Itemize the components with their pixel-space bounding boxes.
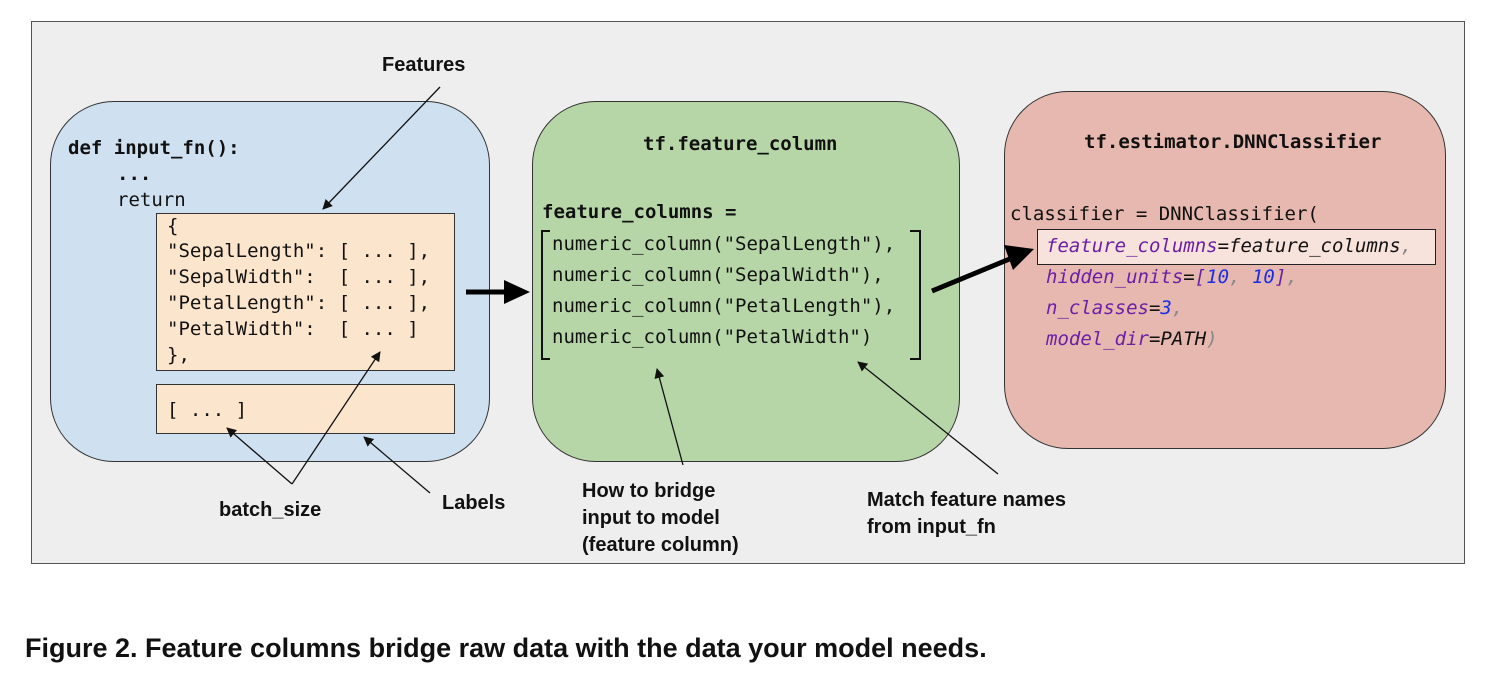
features-dict-line: "SepalWidth": [ ... ], [167, 266, 431, 288]
features-dict-line: "PetalLength": [ ... ], [167, 292, 431, 314]
arg-bracket: ] [1274, 266, 1287, 288]
classifier-title: tf.estimator.DNNClassifier [1084, 131, 1382, 153]
labels-box [156, 384, 455, 434]
flow-arrow-feature-to-classifier [931, 255, 1013, 294]
input-fn-dots: ... [117, 163, 152, 185]
features-annotation: Features [382, 54, 466, 76]
features-dict-line: "SepalLength": [ ... ], [167, 240, 431, 262]
batch-size-pointer-left [226, 427, 293, 485]
arg-comma: , [1400, 235, 1413, 257]
classifier-arg-feature-columns: feature_columns=feature_columns, [1046, 235, 1412, 257]
features-dict-close: }, [167, 344, 190, 366]
arg-value: feature_columns [1229, 235, 1401, 257]
list-close-bracket [910, 230, 921, 360]
classifier-arg-hidden-units: hidden_units=[10, 10], [1046, 266, 1298, 288]
labels-value: [ ... ] [167, 399, 248, 421]
list-open-bracket [541, 230, 550, 360]
classifier-arg-model-dir: model_dir=PATH) [1046, 328, 1218, 350]
arg-comma: , [1229, 266, 1241, 288]
arg-number: 3 [1160, 297, 1172, 319]
numeric-column-line: numeric_column("SepalWidth"), [552, 264, 884, 286]
labels-annotation: Labels [442, 492, 506, 514]
arg-number: 10 [1206, 266, 1230, 288]
bridge-annotation: How to bridge input to model (feature co… [582, 480, 739, 556]
match-annotation: Match feature names from input_fn [867, 489, 1066, 538]
labels-pointer-arrow [363, 436, 431, 494]
batch-size-pointer-right [291, 351, 381, 485]
arg-equals: = [1183, 266, 1195, 288]
arg-bracket: [ [1194, 266, 1207, 288]
bridge-pointer-arrow [654, 368, 684, 466]
match-pointer-arrow [857, 361, 999, 475]
features-dict-box [156, 213, 455, 371]
classifier-arg-n-classes: n_classes=3, [1046, 297, 1183, 319]
classifier-call: classifier = DNNClassifier( [1010, 203, 1319, 225]
flow-arrow-feature-to-classifier-head [1004, 245, 1034, 270]
arg-number: 10 [1251, 266, 1275, 288]
features-dict-open: { [167, 215, 179, 237]
arg-comma: , [1171, 297, 1184, 319]
arg-paren: ) [1206, 328, 1218, 350]
flow-arrow-input-to-feature-head [504, 280, 530, 304]
feature-column-panel [532, 101, 960, 462]
feature-column-title: tf.feature_column [643, 133, 838, 155]
arg-equals: = [1148, 297, 1161, 319]
arg-name: hidden_units [1046, 266, 1184, 288]
figure-caption: Figure 2. Feature columns bridge raw dat… [25, 633, 987, 663]
numeric-column-line: numeric_column("SepalLength"), [552, 233, 896, 255]
feature-columns-assign: feature_columns = [542, 201, 737, 223]
arg-value: PATH [1160, 328, 1207, 350]
arg-equals: = [1217, 235, 1230, 257]
features-pointer-arrow [322, 86, 441, 210]
classifier-panel [1004, 91, 1446, 449]
numeric-column-line: numeric_column("PetalLength"), [552, 295, 896, 317]
numeric-column-line: numeric_column("PetalWidth") [552, 326, 873, 348]
batch-size-annotation: batch_size [219, 499, 322, 521]
arg-comma: , [1286, 266, 1298, 288]
arg-name: feature_columns [1046, 235, 1218, 257]
input-fn-return: return [117, 189, 186, 211]
feature-columns-arg-highlight [1037, 229, 1436, 265]
features-dict-line: "PetalWidth": [ ... ] [167, 318, 419, 340]
arg-equals: = [1148, 328, 1161, 350]
arg-name: n_classes [1046, 297, 1149, 319]
input-fn-def: def input_fn(): [68, 137, 240, 159]
arg-name: model_dir [1046, 328, 1149, 350]
